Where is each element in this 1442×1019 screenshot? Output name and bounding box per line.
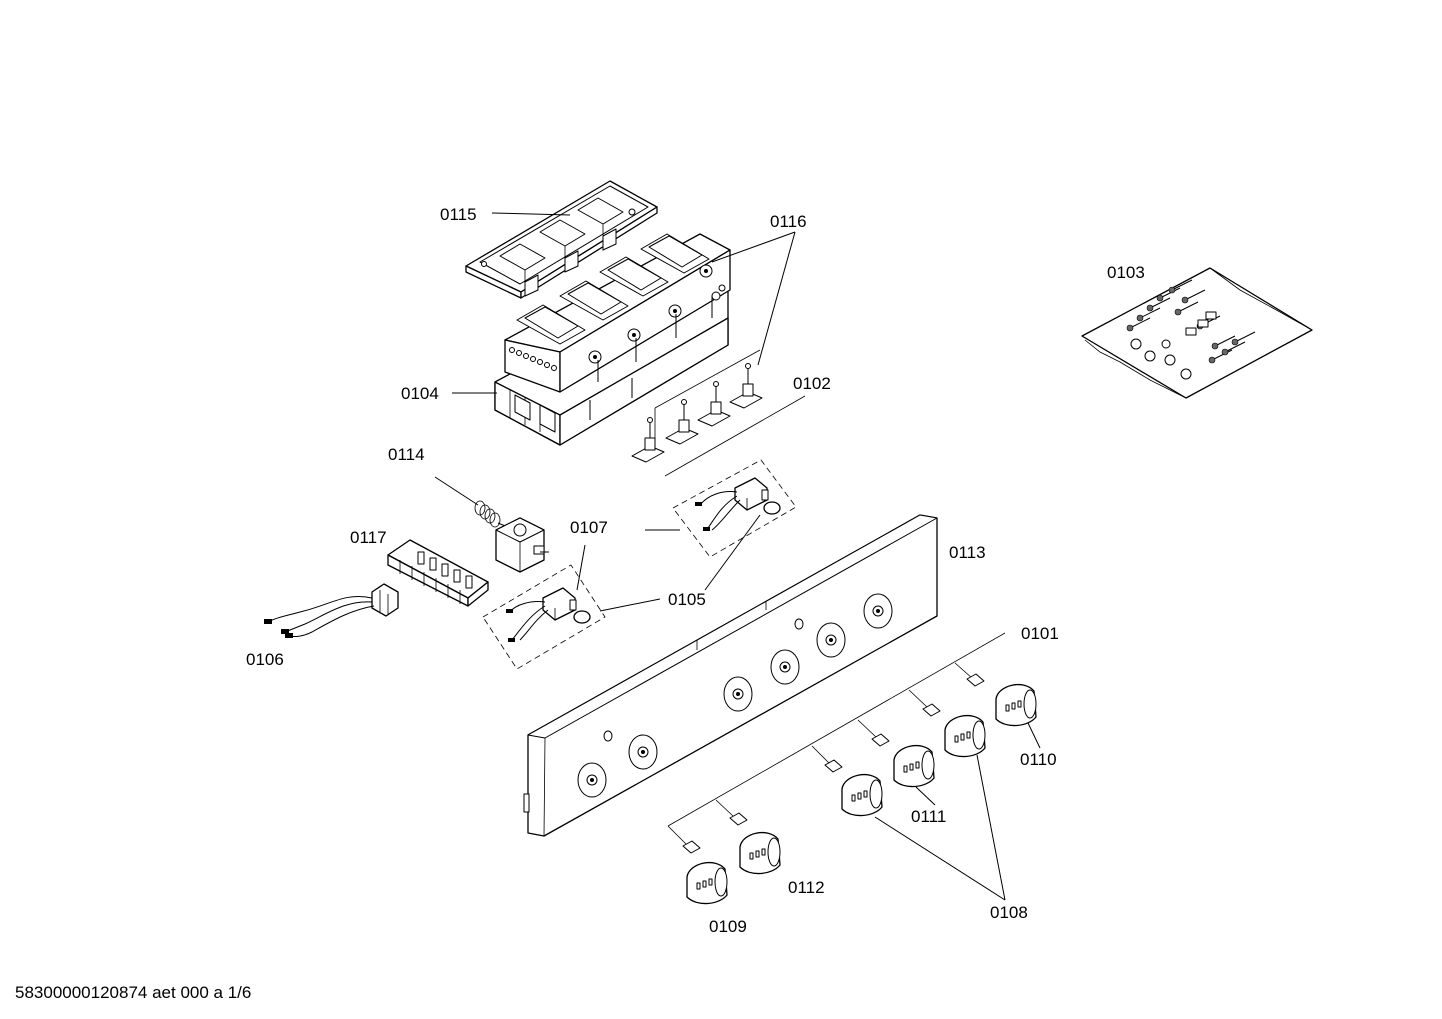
label-0107: 0107 [570, 518, 608, 537]
label-0109: 0109 [709, 917, 747, 936]
label-0113: 0113 [949, 543, 986, 562]
clip-2 [665, 399, 699, 445]
part-0102-contact-clips [631, 349, 806, 477]
knob-template-group [686, 683, 1037, 905]
label-0101: 0101 [1021, 624, 1059, 643]
switch-cell-4 [640, 233, 713, 278]
switch-cell-1 [516, 304, 602, 364]
part-labels: 0115 0116 0103 0104 0102 0114 0117 0107 … [246, 205, 1145, 936]
capillary-coil [474, 500, 501, 528]
label-0108: 0108 [990, 903, 1028, 922]
part-0104-switch-housing [494, 233, 731, 446]
drawing-reference-footer: 58300000120874 aet 000 a 1/6 [15, 983, 251, 1002]
label-0111: 0111 [911, 807, 946, 826]
part-0114-thermostat [434, 476, 549, 573]
label-0106: 0106 [246, 650, 284, 669]
knob-0108-b [944, 714, 986, 758]
part-0101-clips [667, 632, 1006, 854]
label-0102: 0102 [793, 374, 831, 393]
knob-0112 [739, 831, 781, 875]
part-0115-cover-frame [465, 180, 658, 299]
part-0103-screw-bag [1081, 267, 1313, 399]
label-0105: 0105 [668, 590, 706, 609]
terminal-row [509, 347, 557, 371]
label-0116: 0116 [770, 212, 807, 231]
leader-lines [452, 212, 1041, 901]
part-0106-cable-plug [264, 583, 399, 638]
knob-0110 [995, 683, 1037, 727]
clip-4 [729, 363, 763, 409]
part-0117-terminal-block [387, 539, 489, 607]
screws [1126, 279, 1256, 380]
label-0103: 0103 [1107, 263, 1145, 282]
knob-0111 [893, 744, 935, 788]
part-0107-switch-assembly-lower [482, 564, 606, 670]
clip-3 [697, 381, 731, 427]
part-0113-control-panel [523, 514, 938, 837]
clip-1 [631, 417, 665, 463]
switch-cell-3 [599, 256, 682, 318]
label-0112: 0112 [788, 878, 825, 897]
knob-0108-a [841, 773, 883, 817]
label-0115: 0115 [440, 205, 477, 224]
label-0104: 0104 [401, 384, 439, 403]
part-0105-switch-assembly-upper [672, 459, 797, 558]
switch-cell-2 [559, 280, 641, 342]
knob-0109 [686, 861, 728, 905]
label-0114: 0114 [388, 445, 425, 464]
label-0110: 0110 [1020, 750, 1057, 769]
label-0117: 0117 [350, 528, 387, 547]
panel-knob-holes [577, 593, 893, 798]
